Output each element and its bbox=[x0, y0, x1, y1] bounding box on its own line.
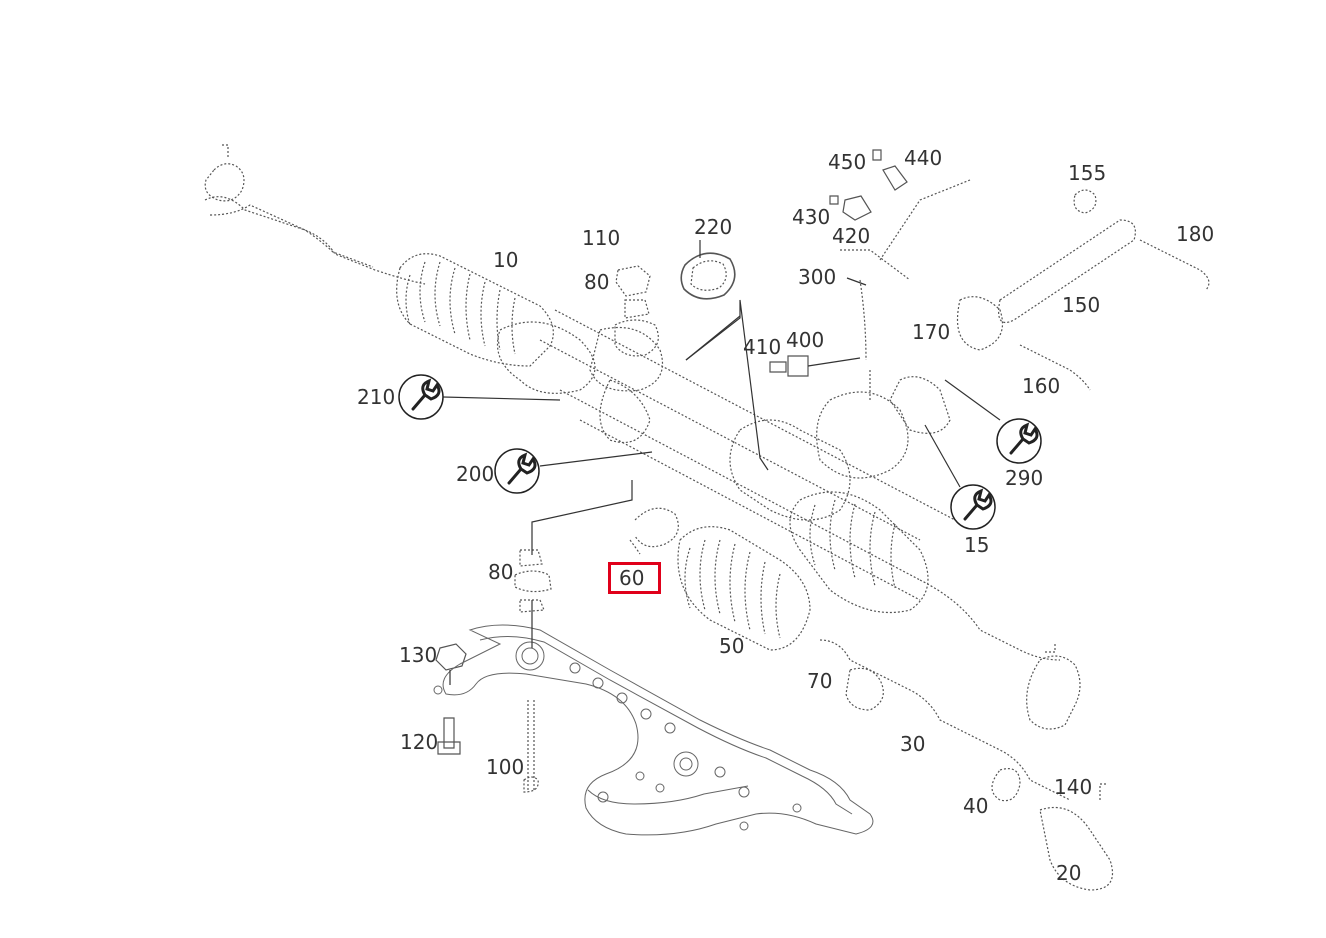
callout-170[interactable]: 170 bbox=[912, 320, 951, 344]
callout-20[interactable]: 20 bbox=[1056, 861, 1082, 885]
callout-10[interactable]: 10 bbox=[493, 248, 519, 272]
wrench-icon[interactable] bbox=[494, 448, 540, 494]
callout-60[interactable]: 60 bbox=[619, 566, 645, 590]
callout-40[interactable]: 40 bbox=[963, 794, 989, 818]
callout-130[interactable]: 130 bbox=[399, 643, 438, 667]
callout-430[interactable]: 430 bbox=[792, 205, 831, 229]
callout-410[interactable]: 410 bbox=[743, 335, 782, 359]
callout-210[interactable]: 210 bbox=[357, 385, 396, 409]
callout-110[interactable]: 110 bbox=[582, 226, 621, 250]
callout-70[interactable]: 70 bbox=[807, 669, 833, 693]
callout-50[interactable]: 50 bbox=[719, 634, 745, 658]
callout-400[interactable]: 400 bbox=[786, 328, 825, 352]
wrench-badges bbox=[398, 374, 1042, 530]
highlight-box-60 bbox=[608, 562, 661, 594]
wrench-icon[interactable] bbox=[398, 374, 444, 420]
callout-120[interactable]: 120 bbox=[400, 730, 439, 754]
callout-220[interactable]: 220 bbox=[694, 215, 733, 239]
callout-440[interactable]: 440 bbox=[904, 146, 943, 170]
callout-15[interactable]: 15 bbox=[964, 533, 990, 557]
wrench-icon[interactable] bbox=[950, 484, 996, 530]
callout-160[interactable]: 160 bbox=[1022, 374, 1061, 398]
callout-80-lower[interactable]: 80 bbox=[488, 560, 514, 584]
leader-lines bbox=[442, 240, 1001, 685]
callout-150[interactable]: 150 bbox=[1062, 293, 1101, 317]
callout-180[interactable]: 180 bbox=[1176, 222, 1215, 246]
callout-30[interactable]: 30 bbox=[900, 732, 926, 756]
callout-420[interactable]: 420 bbox=[832, 224, 871, 248]
callout-200[interactable]: 200 bbox=[456, 462, 495, 486]
callout-80-upper[interactable]: 80 bbox=[584, 270, 610, 294]
subframe-drawing bbox=[433, 624, 874, 836]
callout-100[interactable]: 100 bbox=[486, 755, 525, 779]
wrench-icon[interactable] bbox=[996, 418, 1042, 464]
callout-155[interactable]: 155 bbox=[1068, 161, 1107, 185]
callout-300[interactable]: 300 bbox=[798, 265, 837, 289]
callout-290[interactable]: 290 bbox=[1005, 466, 1044, 490]
steering-rack-drawing bbox=[204, 144, 1210, 891]
callout-450[interactable]: 450 bbox=[828, 150, 867, 174]
callout-140[interactable]: 140 bbox=[1054, 775, 1093, 799]
